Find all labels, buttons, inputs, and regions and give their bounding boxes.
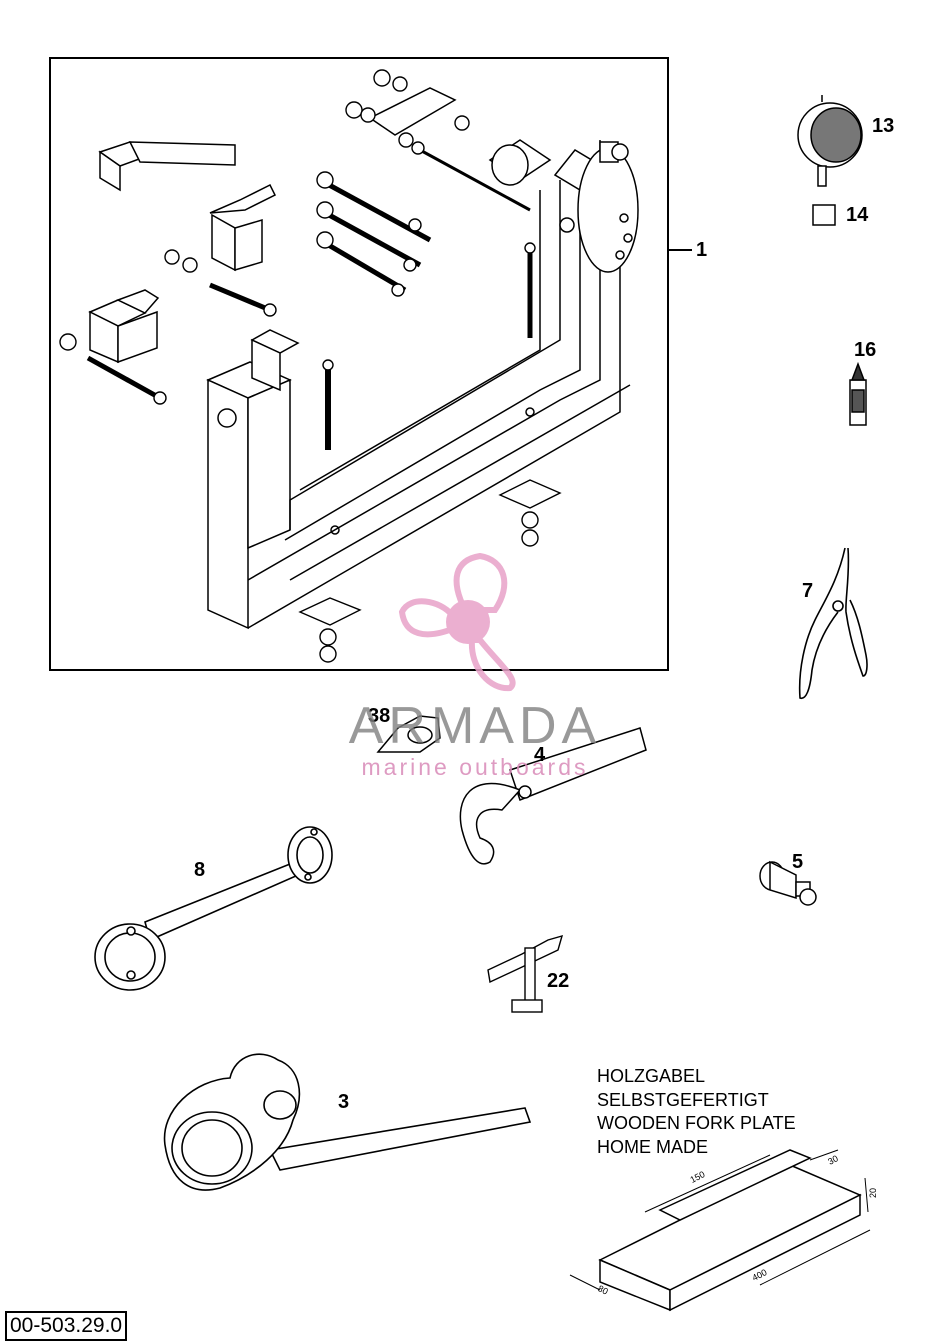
pin-spanner bbox=[94, 826, 333, 991]
bolts-and-nuts bbox=[59, 69, 562, 663]
note-line: HOLZGABEL bbox=[597, 1066, 706, 1086]
note-line: WOODEN FORK PLATE bbox=[597, 1113, 796, 1133]
holder-22 bbox=[487, 934, 564, 1013]
note-line: SELBSTGEFERTIGT bbox=[597, 1089, 769, 1110]
callout-5: 5 bbox=[792, 851, 804, 873]
watermark: ARMADA marine outboards bbox=[322, 698, 628, 780]
sleeve-tool bbox=[759, 860, 817, 906]
callout-3: 3 bbox=[338, 1091, 350, 1113]
callout-7: 7 bbox=[802, 580, 814, 602]
sealant-tube bbox=[849, 361, 867, 426]
callout-16: 16 bbox=[854, 339, 877, 361]
tool-38 bbox=[376, 715, 441, 753]
bracket-parts bbox=[88, 87, 457, 364]
document-id: 00-503.29.0 bbox=[5, 1311, 128, 1341]
note-line: HOME MADE bbox=[597, 1136, 709, 1157]
hook-spanner bbox=[459, 727, 647, 865]
item-1-frame bbox=[49, 57, 669, 671]
callout-4: 4 bbox=[534, 744, 546, 766]
dimension-20: 20 bbox=[868, 1187, 879, 1199]
wooden-fork-note: HOLZGABEL SELBSTGEFERTIGT WOODEN FORK PL… bbox=[597, 1065, 796, 1159]
watermark-tagline: marine outboards bbox=[361, 754, 589, 780]
dial-gauge bbox=[797, 95, 863, 226]
callout-8: 8 bbox=[194, 859, 206, 881]
callout-1: 1 bbox=[696, 239, 708, 261]
callout-14: 14 bbox=[846, 204, 869, 226]
clutch-holder bbox=[163, 1053, 532, 1191]
callout-22: 22 bbox=[547, 970, 570, 992]
callout-13: 13 bbox=[872, 115, 895, 137]
callout-38: 38 bbox=[368, 705, 391, 727]
circlip-pliers bbox=[798, 547, 868, 699]
wooden-fork-plate bbox=[569, 1149, 871, 1312]
watermark-name: ARMADA bbox=[348, 697, 602, 755]
watermark-logo bbox=[398, 552, 516, 692]
stand-frame bbox=[206, 139, 639, 630]
